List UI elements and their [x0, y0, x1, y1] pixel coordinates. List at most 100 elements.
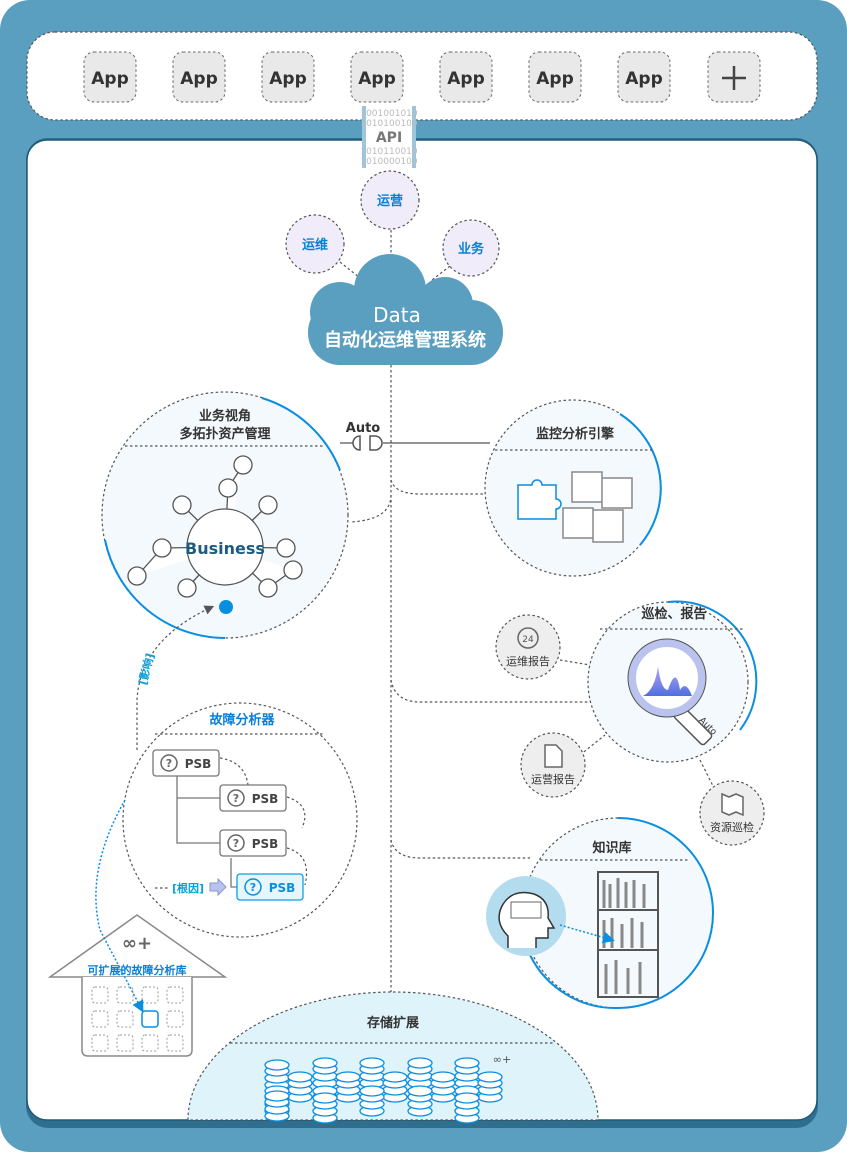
library-slot — [116, 1010, 134, 1028]
operations-report-badge[interactable]: 运营报告 — [520, 732, 586, 798]
app-button[interactable]: App — [528, 51, 582, 103]
psb-label: PSB — [252, 837, 279, 851]
bubble-maint — [285, 214, 345, 274]
question-icon — [227, 789, 245, 807]
storage-title: 存储扩展 — [367, 1015, 420, 1031]
svg-text:?: ? — [250, 881, 256, 894]
fault-analyzer-circle — [122, 702, 358, 938]
cloud — [308, 254, 503, 365]
database-icon — [430, 1071, 456, 1103]
svg-text:?: ? — [233, 792, 239, 805]
svg-text:?: ? — [166, 757, 172, 770]
database-icon — [454, 1057, 480, 1089]
library-slot — [166, 1010, 184, 1028]
resource-inspection-badge[interactable]: 资源巡检 — [699, 780, 765, 846]
plus-icon — [722, 66, 746, 90]
library-slot — [141, 1010, 159, 1028]
library-slot — [166, 1034, 184, 1052]
question-icon — [244, 878, 262, 896]
bubble-maint-label: 运维 — [302, 237, 328, 253]
psb-node-root-cause[interactable]: ? PSB — [236, 873, 304, 901]
bubble-business-label: 业务 — [458, 241, 485, 257]
api-bits: 1010000100 — [360, 157, 418, 167]
database-icon — [477, 1071, 503, 1103]
bubble-ops-label: 运营 — [377, 193, 403, 209]
map-search-icon — [721, 792, 744, 817]
app-button[interactable]: App — [617, 51, 671, 103]
app-button[interactable]: App — [350, 51, 404, 103]
code-file-icon — [544, 744, 563, 768]
monitor-title: 监控分析引擎 — [536, 426, 614, 442]
psb-label: PSB — [269, 881, 296, 895]
psb-node[interactable]: ? PSB — [152, 749, 220, 777]
database-icon — [359, 1085, 385, 1117]
library-slot — [166, 986, 184, 1004]
infinity-plus-icon: ∞+ — [122, 933, 152, 954]
magnifier-chart-icon — [627, 638, 713, 746]
business-view-subtitle: 多拓扑资产管理 — [179, 426, 270, 442]
ops-report-badge[interactable]: 24 运维报告 — [495, 614, 561, 680]
auto-label: Auto — [346, 421, 381, 436]
library-slot — [116, 986, 134, 1004]
fault-library — [47, 914, 228, 1057]
psb-node[interactable]: ? PSB — [219, 784, 287, 812]
business-node-label: Business — [185, 539, 265, 558]
topology-graph — [127, 455, 303, 598]
database-icon — [407, 1057, 433, 1089]
question-icon — [227, 834, 245, 852]
app-button[interactable]: App — [83, 51, 137, 103]
resource-inspection-label: 资源巡检 — [710, 820, 754, 834]
storage-infinity-icon: ∞+ — [493, 1053, 511, 1066]
app-label: App — [447, 69, 485, 89]
psb-label: PSB — [252, 792, 279, 806]
app-label: App — [536, 69, 574, 89]
library-slot — [141, 986, 159, 1004]
add-app-button[interactable] — [707, 51, 761, 103]
knowledge-title: 知识库 — [592, 840, 631, 856]
app-bar — [26, 31, 818, 121]
database-icon — [382, 1071, 408, 1103]
app-button[interactable]: App — [172, 51, 226, 103]
api-connector: 1001001010 1010100100 API 1010110010 101… — [360, 106, 418, 168]
api-bits: 1001001010 — [360, 109, 418, 119]
business-view-title: 业务视角 — [199, 408, 251, 424]
app-label: App — [269, 69, 307, 89]
app-label: App — [358, 69, 396, 89]
question-icon — [160, 754, 178, 772]
bubble-business — [442, 219, 500, 277]
svg-text:24: 24 — [522, 635, 534, 645]
database-icon — [359, 1057, 385, 1089]
api-bits: 1010110010 — [360, 147, 418, 157]
library-slot — [91, 986, 109, 1004]
api-label: API — [376, 130, 402, 146]
database-icon — [312, 1057, 338, 1089]
library-slot — [91, 1034, 109, 1052]
root-cause-label: [根因] — [172, 881, 204, 895]
database-icon — [454, 1092, 480, 1124]
library-slot — [116, 1034, 134, 1052]
24h-icon — [517, 627, 539, 649]
plug-icon — [352, 435, 383, 451]
library-slot — [91, 1010, 109, 1028]
puzzle-icon — [517, 471, 633, 543]
app-button[interactable]: App — [439, 51, 493, 103]
cloud-title: Data — [373, 303, 421, 327]
psb-label: PSB — [185, 757, 212, 771]
app-label: App — [91, 69, 129, 89]
database-stack — [264, 1057, 503, 1124]
app-label: App — [625, 69, 663, 89]
bubble-ops — [360, 170, 420, 230]
business-port — [219, 600, 233, 614]
database-icon — [335, 1071, 361, 1103]
fault-analyzer-title: 故障分析器 — [209, 712, 275, 728]
app-button[interactable]: App — [261, 51, 315, 103]
head-knowledge-icon — [486, 876, 566, 956]
api-bits: 1010100100 — [360, 119, 418, 129]
ops-report-label: 运维报告 — [506, 654, 550, 668]
svg-text:?: ? — [233, 837, 239, 850]
database-icon — [287, 1071, 313, 1103]
database-icon — [264, 1090, 290, 1122]
psb-node[interactable]: ? PSB — [219, 829, 287, 857]
fault-library-title: 可扩展的故障分析库 — [88, 963, 187, 977]
